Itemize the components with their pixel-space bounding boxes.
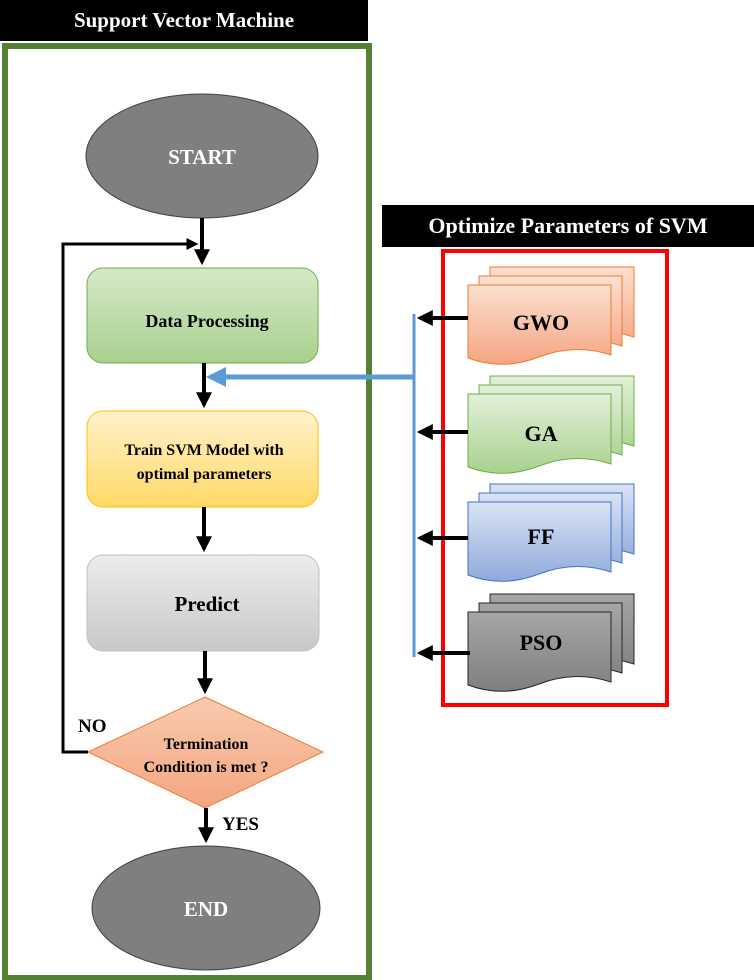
no-label: NO — [78, 716, 107, 737]
data-processing-label: Data Processing — [145, 311, 268, 331]
train-label-line1: Train SVM Model with — [124, 442, 283, 459]
ga-label: GA — [525, 421, 558, 446]
end-label: END — [184, 897, 228, 921]
optimizer-panel-title: Optimize Parameters of SVM — [382, 205, 754, 247]
train-label-line2: optimal parameters — [137, 466, 272, 483]
optimizer-connector — [206, 314, 416, 657]
svm-panel-frame — [2, 43, 372, 980]
gwo-label: GWO — [513, 310, 569, 335]
ff-label: FF — [528, 524, 555, 549]
flow-arrows — [61, 218, 214, 844]
no-loop-arrow — [61, 238, 199, 754]
optimizer-ff: FF — [467, 483, 635, 582]
optimizer-pso: PSO — [467, 593, 635, 692]
start-node: START — [85, 93, 319, 219]
svm-panel-title: Support Vector Machine — [0, 0, 368, 41]
termination-decision: Termination Condition is met ? — [86, 696, 325, 809]
predict-node: Predict — [86, 554, 320, 652]
start-label: START — [168, 145, 236, 169]
train-svm-node: Train SVM Model with optimal parameters — [86, 410, 319, 508]
optimizer-panel-frame — [441, 249, 669, 707]
termination-line1: Termination — [164, 736, 249, 753]
optimizer-gwo: GWO — [467, 266, 635, 365]
optimizer-arrows — [416, 310, 470, 661]
pso-label: PSO — [520, 630, 563, 655]
optimizer-ga: GA — [467, 375, 635, 474]
data-processing-node: Data Processing — [86, 267, 319, 364]
end-node: END — [91, 845, 321, 971]
predict-label: Predict — [175, 592, 240, 616]
yes-label: YES — [222, 814, 259, 835]
termination-line2: Condition is met ? — [144, 759, 269, 776]
